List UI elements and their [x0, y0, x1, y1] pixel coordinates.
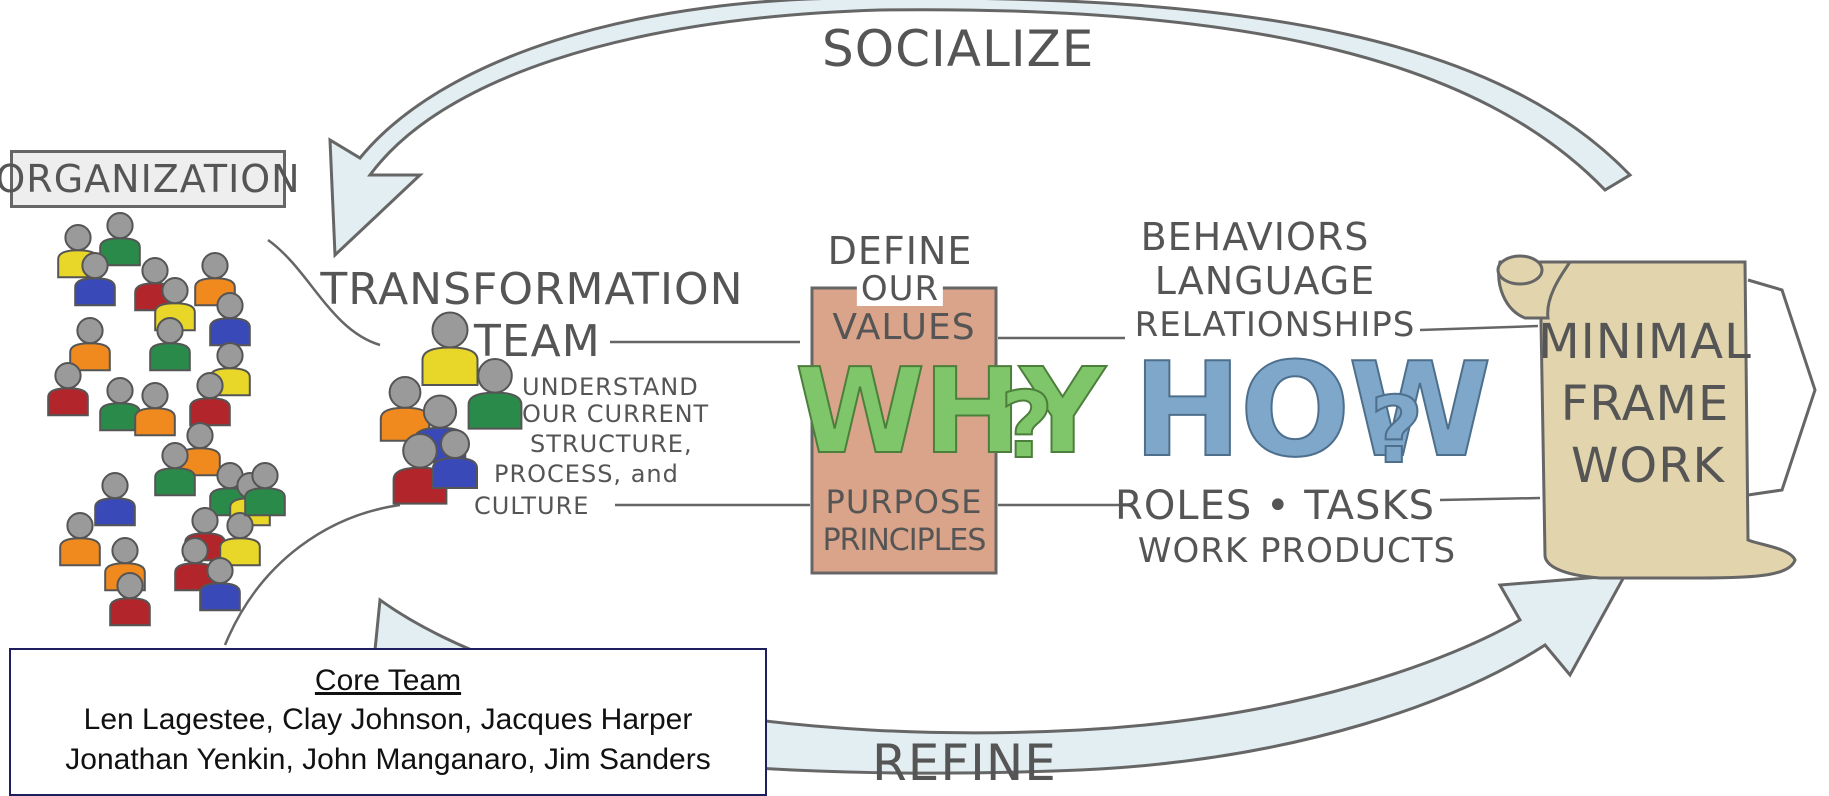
person-icon — [174, 537, 216, 592]
refine-label: REFINE — [872, 734, 1057, 792]
core-team-box: Core Team Len Lagestee, Clay Johnson, Ja… — [9, 648, 767, 796]
person-icon — [432, 429, 478, 489]
how-top-line-1: BEHAVIORS — [1140, 215, 1370, 259]
why-panel — [810, 286, 998, 575]
why-question-mark: ? — [999, 372, 1054, 479]
person-icon — [179, 422, 221, 477]
team-title-line2: TEAM — [474, 316, 601, 367]
person-icon — [189, 372, 231, 427]
how-top-line-2: LANGUAGE — [1154, 259, 1376, 303]
why-bottom-line-1: PURPOSE — [825, 483, 983, 521]
how-bottom-line-2: WORK PRODUCTS — [1137, 531, 1457, 571]
understand-line-2: OUR CURRENT — [522, 400, 710, 428]
how-heading: HOW — [1132, 334, 1493, 486]
connector-lines — [223, 238, 1541, 646]
person-icon — [209, 292, 251, 347]
why-top-line-3: VALUES — [832, 307, 976, 348]
person-icon — [199, 557, 241, 612]
person-icon — [69, 317, 111, 372]
person-icon — [244, 462, 286, 517]
framework-scroll — [1496, 254, 1817, 580]
person-icon — [59, 512, 101, 567]
why-bottom-line-2: PRINCIPLES — [822, 523, 987, 558]
why-top-line-1: DEFINE — [827, 229, 973, 273]
person-icon — [134, 382, 176, 437]
framework-line-3: WORK — [1570, 438, 1726, 494]
person-icon — [467, 358, 523, 430]
understand-line-4: PROCESS, and — [494, 460, 679, 488]
how-question-mark: ? — [1369, 377, 1424, 484]
person-icon — [99, 212, 141, 267]
person-icon — [421, 311, 479, 386]
framework-line-2: FRAME — [1560, 376, 1730, 432]
team-title-line1: TRANSFORMATION — [320, 264, 744, 315]
person-icon — [99, 377, 141, 432]
core-team-line-1: Len Lagestee, Clay Johnson, Jacques Harp… — [83, 703, 693, 736]
understand-line-1: UNDERSTAND — [522, 373, 699, 401]
why-top-line-2: OUR — [856, 272, 944, 306]
person-icon — [94, 472, 136, 527]
core-team-title: Core Team — [314, 664, 462, 697]
person-icon — [47, 362, 89, 417]
person-icon — [109, 572, 151, 627]
understand-line-3: STRUCTURE, — [530, 430, 693, 458]
framework-line-1: MINIMAL — [1538, 314, 1752, 370]
people-group — [47, 212, 523, 627]
socialize-label: SOCIALIZE — [822, 20, 1095, 78]
person-icon — [149, 317, 191, 372]
understand-line-5: CULTURE — [474, 492, 590, 520]
how-bottom-line-1: ROLES • TASKS — [1115, 483, 1435, 529]
person-icon — [154, 442, 196, 497]
organization-label: ORGANIZATION — [0, 150, 300, 208]
socialize-arrow — [328, 0, 1633, 259]
person-icon — [74, 252, 116, 307]
how-top-line-3: RELATIONSHIPS — [1134, 305, 1416, 345]
person-icon — [219, 512, 261, 567]
core-team-line-2: Jonathan Yenkin, John Manganaro, Jim San… — [65, 743, 711, 776]
why-heading: WHY — [794, 342, 1106, 480]
